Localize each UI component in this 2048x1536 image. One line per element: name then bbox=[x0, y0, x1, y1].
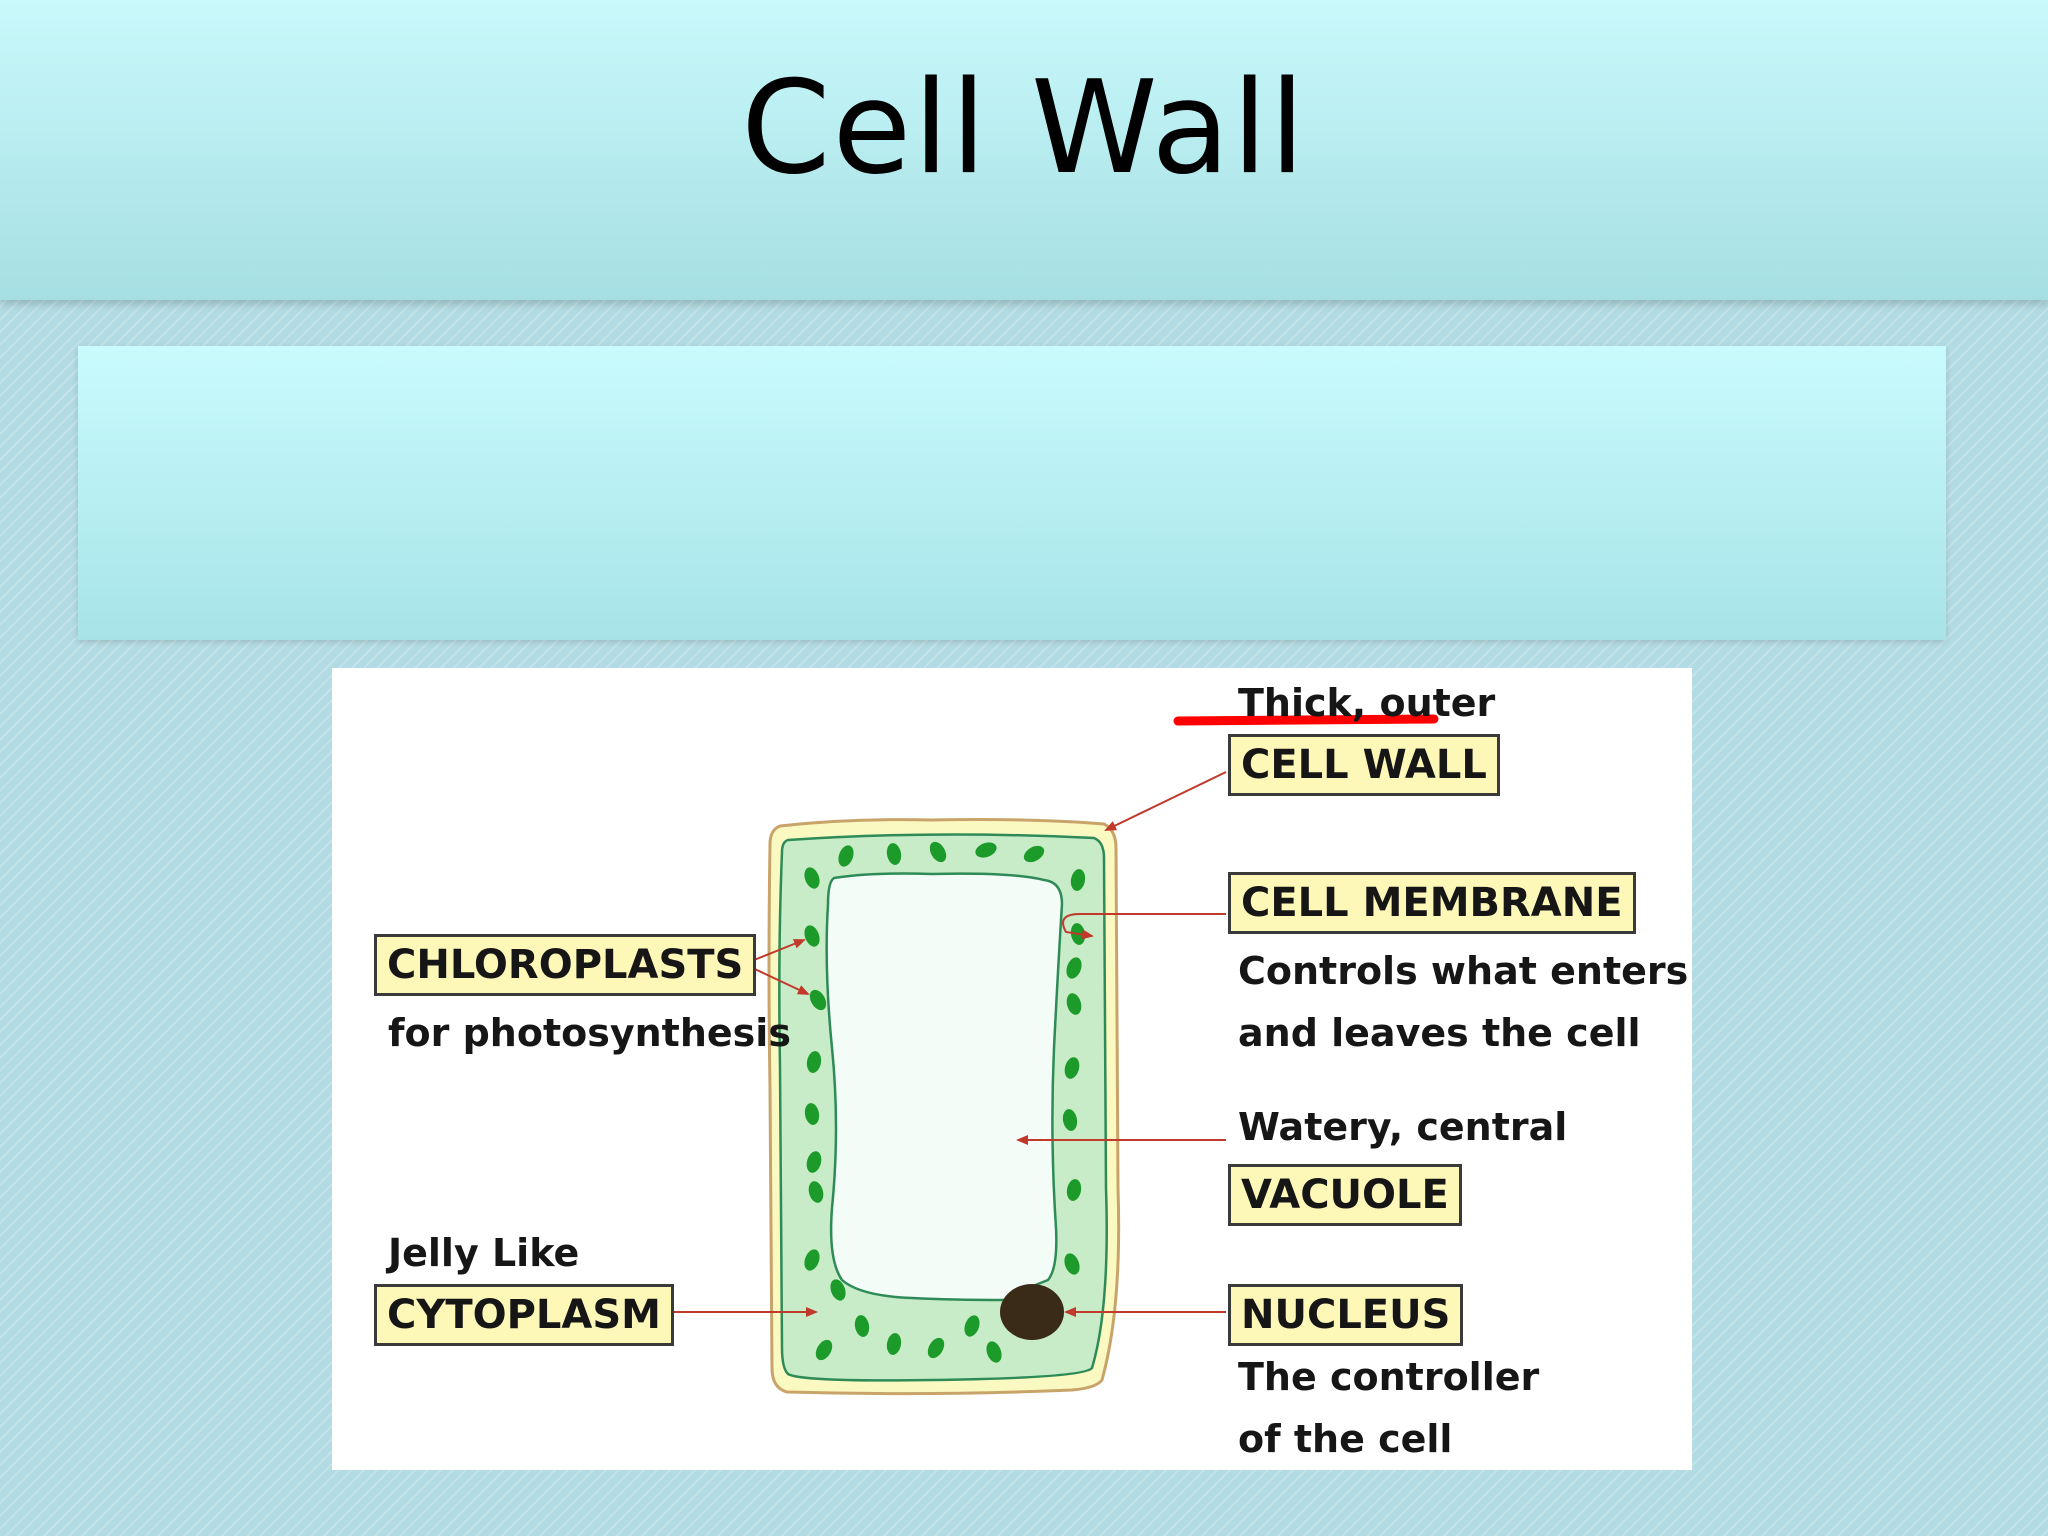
chloroplast bbox=[1064, 1253, 1080, 1275]
vacuole-shape bbox=[825, 872, 1064, 1302]
chloroplast bbox=[886, 1333, 902, 1355]
chloroplast bbox=[975, 842, 997, 858]
cell-wall-description: Thick, outer bbox=[1238, 681, 1496, 725]
chloroplast bbox=[1066, 993, 1082, 1015]
chloroplast bbox=[806, 1151, 822, 1173]
slide-title: Cell Wall bbox=[741, 53, 1307, 203]
chloroplast bbox=[854, 1315, 870, 1337]
plant-cell-drawing bbox=[638, 714, 1439, 1396]
cell-wall-label: CELL WALL bbox=[1228, 734, 1500, 796]
content-box bbox=[78, 346, 1946, 640]
chloroplast bbox=[1064, 1057, 1080, 1079]
chloroplasts-group bbox=[804, 841, 1086, 1363]
cell-membrane-label: CELL MEMBRANE bbox=[1228, 872, 1636, 934]
chloroplast bbox=[815, 1339, 833, 1361]
chloroplast bbox=[886, 843, 902, 865]
chloroplast bbox=[1066, 1179, 1082, 1201]
cytoplasm-description: Jelly Like bbox=[388, 1231, 580, 1275]
title-bar: Cell Wall bbox=[0, 0, 2048, 300]
chloroplast bbox=[804, 1249, 820, 1271]
chloroplast bbox=[830, 1279, 846, 1301]
plant-cell-diagram: Thick, outer CELL WALL CELL MEMBRANE Con… bbox=[332, 668, 1692, 1470]
chloroplast bbox=[804, 867, 820, 889]
nucleus-description-line2: of the cell bbox=[1238, 1417, 1453, 1461]
chloroplast bbox=[808, 1181, 824, 1203]
chloroplast bbox=[927, 1337, 945, 1359]
chloroplast bbox=[964, 1315, 980, 1337]
chloroplast bbox=[806, 1051, 822, 1073]
cell-wall-arrow bbox=[1104, 771, 1227, 831]
chloroplast bbox=[1062, 1109, 1078, 1131]
chloroplast bbox=[804, 925, 820, 947]
cell-membrane-arrow bbox=[1062, 913, 1226, 940]
chloroplast bbox=[986, 1341, 1002, 1363]
nucleus-description-line1: The controller bbox=[1238, 1355, 1540, 1399]
strike-through-mark bbox=[1173, 714, 1439, 726]
chloroplast bbox=[1070, 869, 1086, 891]
chloroplasts-label: CHLOROPLASTS bbox=[374, 934, 757, 996]
cell-membrane-description-line1: Controls what enters bbox=[1238, 949, 1689, 993]
nucleus-label: NUCLEUS bbox=[1228, 1284, 1464, 1346]
chloroplasts-description: for photosynthesis bbox=[388, 1011, 791, 1055]
cytoplasm-label: CYTOPLASM bbox=[374, 1284, 674, 1346]
chloroplast bbox=[838, 845, 854, 867]
chloroplast bbox=[809, 989, 827, 1011]
chloroplast bbox=[804, 1103, 820, 1125]
cell-membrane-description-line2: and leaves the cell bbox=[1238, 1011, 1641, 1055]
chloroplast bbox=[1023, 845, 1045, 863]
vacuole-description: Watery, central bbox=[1238, 1105, 1568, 1149]
vacuole-label: VACUOLE bbox=[1228, 1164, 1462, 1226]
chloroplast bbox=[1066, 957, 1082, 979]
chloroplast bbox=[929, 841, 947, 863]
nucleus-shape bbox=[1000, 1284, 1064, 1340]
